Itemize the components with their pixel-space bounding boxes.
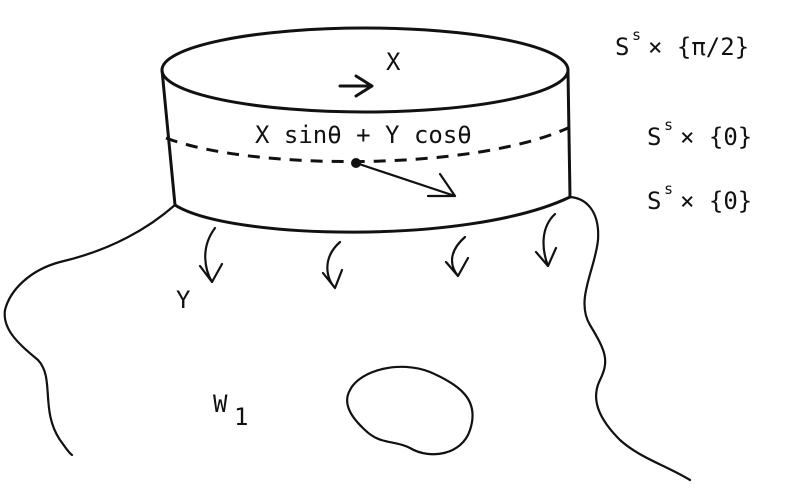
top-edge-arrow-icon	[338, 74, 374, 98]
region-boundary-left	[3, 203, 177, 457]
cylinder-bottom-edge	[173, 195, 572, 234]
right-label-top-sup: s	[632, 26, 641, 44]
right-label-middle-suffix: × {0}	[680, 123, 752, 151]
right-label-middle-sup: s	[664, 116, 673, 134]
right-label-middle: S s × {0}	[647, 116, 752, 151]
hook-arrow-icon	[198, 226, 224, 284]
region-label: W	[213, 390, 228, 418]
right-label-bottom-suffix: × {0}	[680, 187, 752, 215]
right-label-bottom-base: S	[647, 187, 661, 215]
right-label-bottom: S s × {0}	[647, 180, 752, 215]
hook-arrow-icon	[444, 235, 470, 278]
region-boundary-right	[568, 195, 692, 482]
cylinder-right-side	[566, 70, 572, 199]
normal-vector-label: Y	[176, 286, 191, 314]
region-label-subscript: 1	[234, 403, 248, 431]
hook-arrow-icon	[534, 212, 558, 268]
cylinder-top-ellipse	[160, 26, 570, 114]
hook-arrow-icon	[321, 240, 344, 290]
middle-section-label: X sinθ + Y cosθ	[255, 121, 472, 149]
right-label-top-base: S	[615, 33, 629, 61]
right-label-bottom-sup: s	[664, 180, 673, 198]
cylinder-top-label: X	[386, 48, 401, 76]
right-label-top-suffix: × {π/2}	[648, 33, 749, 61]
region-label-main: W	[213, 390, 228, 418]
vector-arrow-icon	[354, 161, 457, 198]
region-hole-boundary	[346, 365, 474, 456]
cylinder-middle-dashed-curve	[165, 126, 569, 164]
right-label-top: S s × {π/2}	[615, 26, 749, 61]
right-label-middle-base: S	[647, 123, 661, 151]
